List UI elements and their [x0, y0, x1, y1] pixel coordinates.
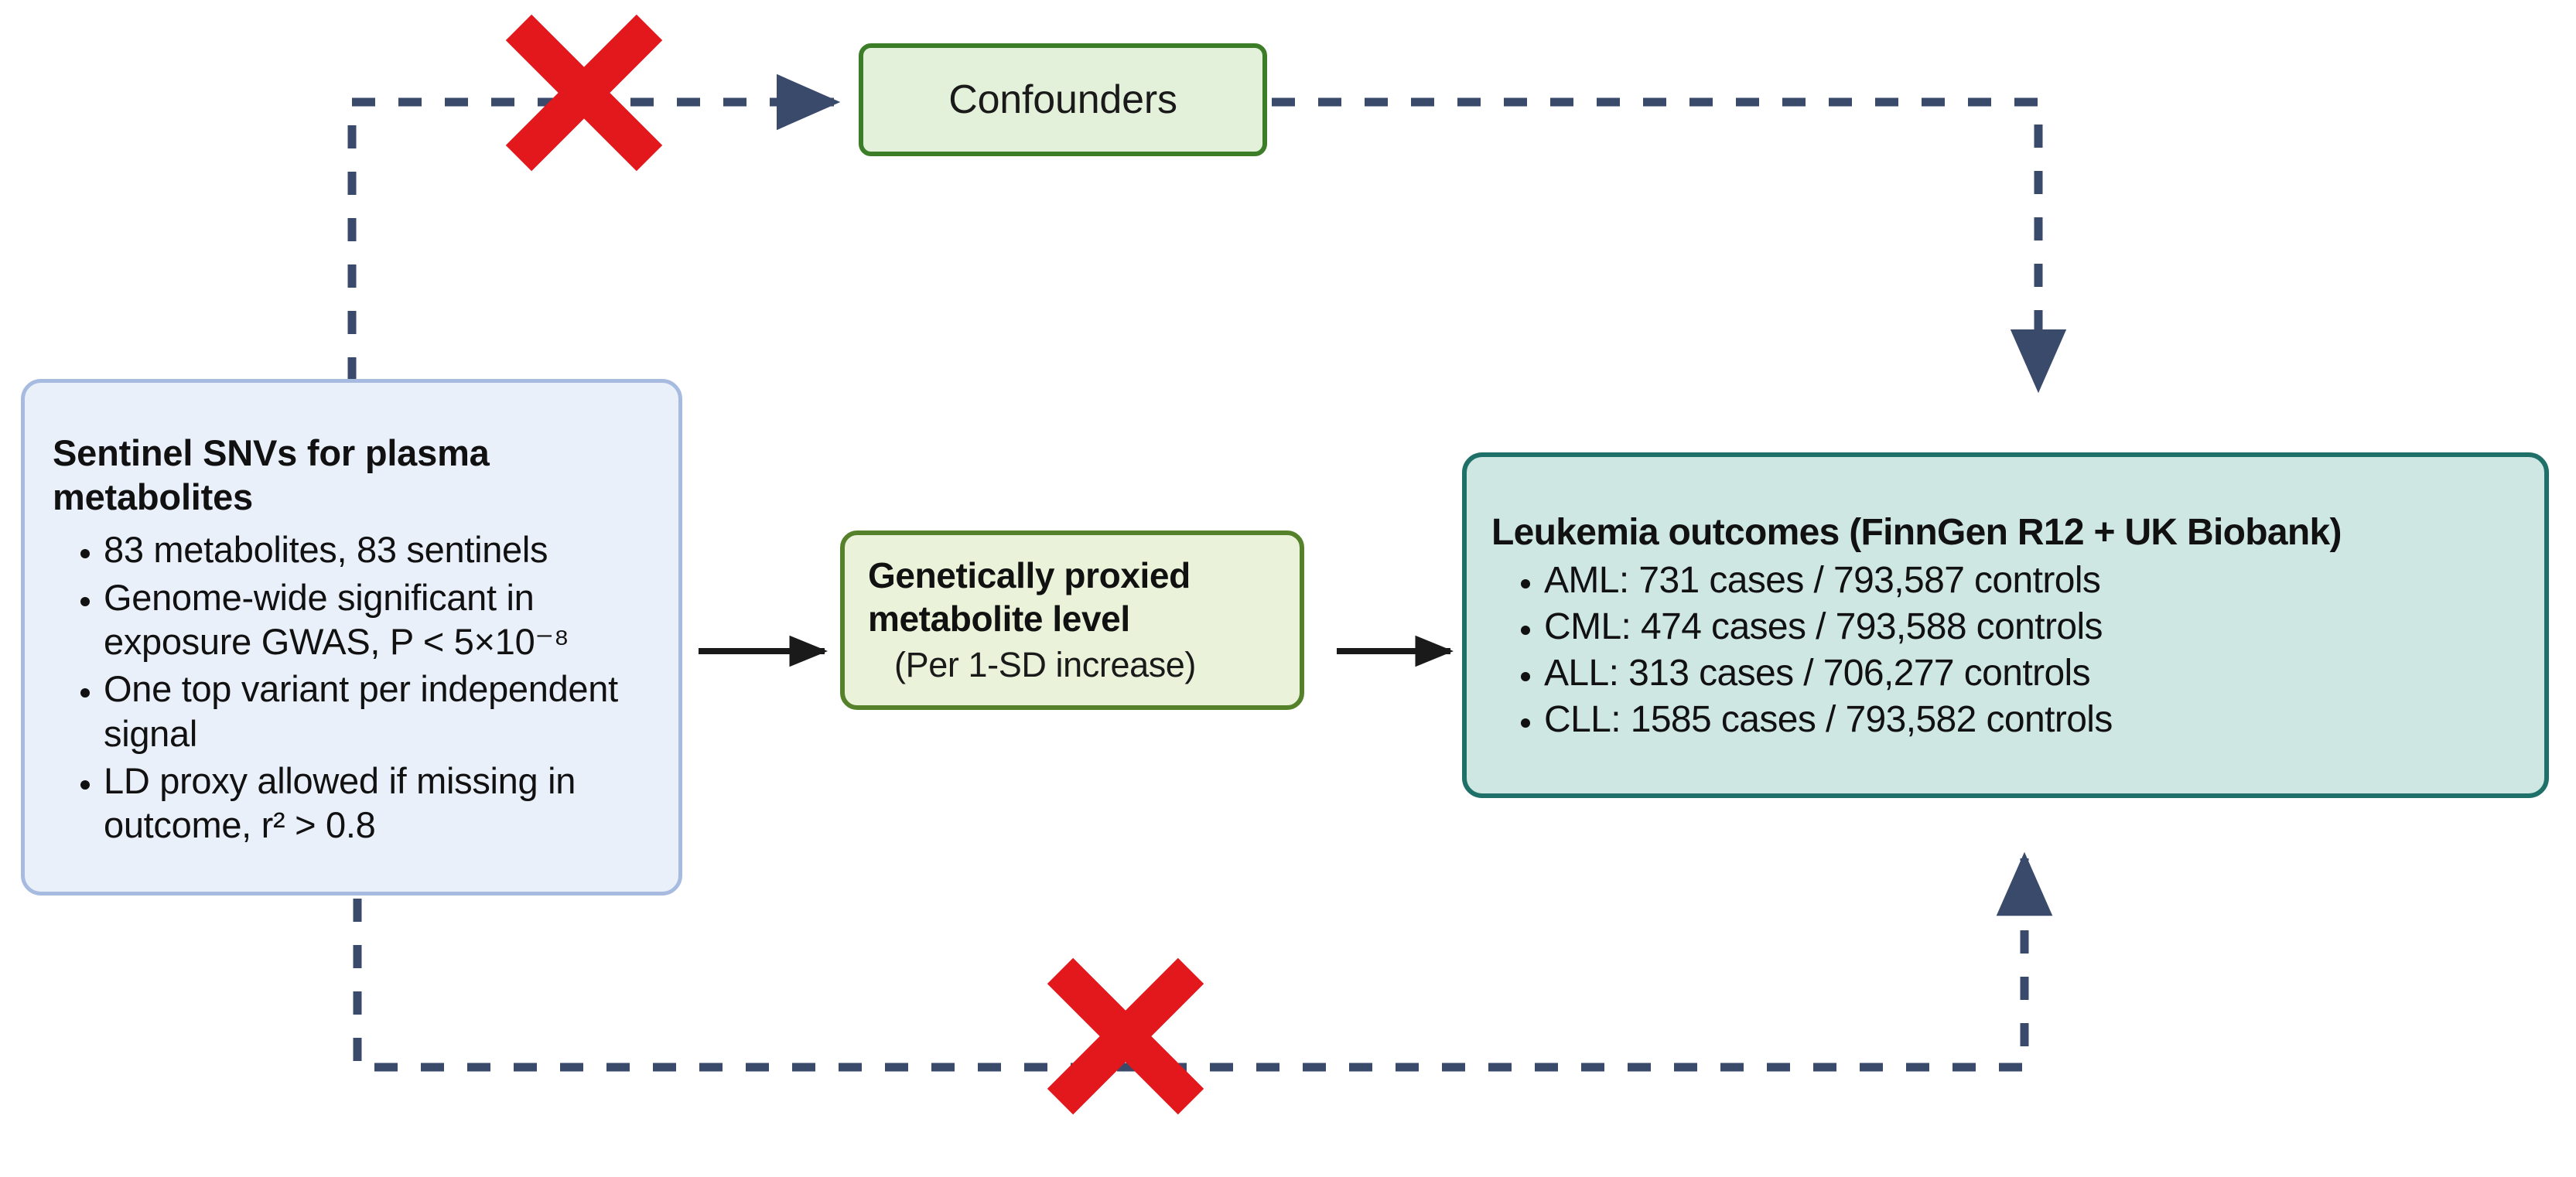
exposure-bullet-list: 83 metabolites, 83 sentinels Genome-wide…: [53, 524, 655, 847]
list-item: 83 metabolites, 83 sentinels: [104, 527, 655, 571]
exposure-node: Sentinel SNVs for plasma metabolites 83 …: [21, 379, 682, 896]
edge-exposure-to-confounders: [347, 73, 841, 380]
mediator-title: Genetically proxied metabolite level: [868, 555, 1191, 639]
red-x-icon-bottom: [1047, 957, 1204, 1115]
confounders-node: Confounders: [859, 43, 1267, 156]
outcome-bullet-list: AML: 731 cases / 793,587 controls CML: 4…: [1491, 558, 2524, 743]
outcome-title: Leukemia outcomes (FinnGen R12 + UK Biob…: [1491, 511, 2342, 553]
list-item: CLL: 1585 cases / 793,582 controls: [1544, 697, 2524, 743]
list-item: Genome-wide significant in exposure GWAS…: [104, 575, 655, 664]
list-item: One top variant per independent signal: [104, 667, 655, 756]
list-item: ALL: 313 cases / 706,277 controls: [1544, 650, 2524, 697]
exposure-title: Sentinel SNVs for plasma metabolites: [53, 432, 490, 518]
red-x-icon-top: [505, 14, 663, 172]
edge-confounders-to-outcome: [1272, 97, 2067, 394]
outcome-node: Leukemia outcomes (FinnGen R12 + UK Biob…: [1462, 452, 2549, 798]
mediator-node: Genetically proxied metabolite level (Pe…: [840, 531, 1304, 710]
mediator-subtitle: (Per 1-SD increase): [894, 644, 1197, 684]
list-item: CML: 474 cases / 793,588 controls: [1544, 604, 2524, 650]
list-item: AML: 731 cases / 793,587 controls: [1544, 558, 2524, 604]
list-item: LD proxy allowed if missing in outcome, …: [104, 759, 655, 848]
confounders-title: Confounders: [948, 77, 1177, 122]
